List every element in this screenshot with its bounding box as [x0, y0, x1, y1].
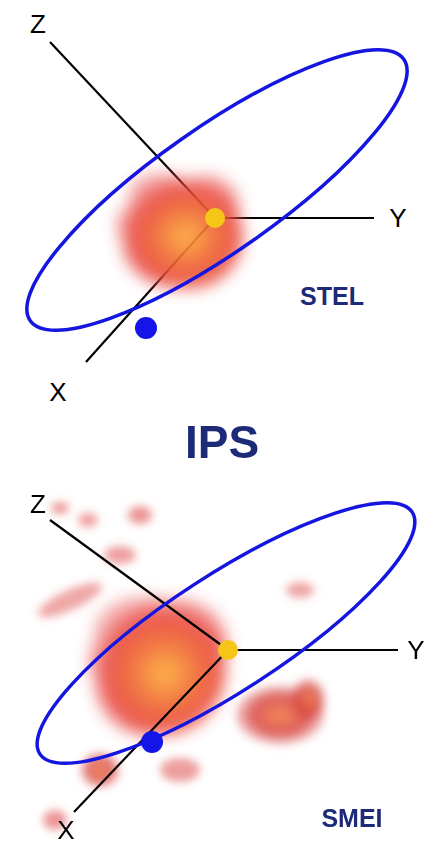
earth [135, 317, 157, 339]
sun [218, 640, 238, 660]
earth-orbit [0, 8, 439, 371]
y-axis [228, 649, 398, 651]
density-cloud [116, 173, 243, 288]
axis-label: Y [389, 205, 406, 231]
earth-orbit [8, 463, 444, 802]
density-cloud [89, 597, 228, 736]
technique-heading: IPS [185, 419, 259, 465]
axis-label: X [57, 817, 74, 843]
smei-panel [8, 463, 444, 830]
x-axis [74, 650, 228, 812]
earth [141, 731, 163, 753]
axis-label: Z [30, 11, 46, 37]
axis-label: Z [30, 491, 46, 517]
z-axis [50, 520, 228, 650]
instrument-label: SMEI [321, 806, 382, 831]
sun [205, 208, 225, 228]
stel-panel [0, 8, 439, 371]
axis-label: Y [407, 637, 424, 663]
axis-label: X [49, 379, 66, 405]
instrument-label: STEL [300, 284, 364, 309]
